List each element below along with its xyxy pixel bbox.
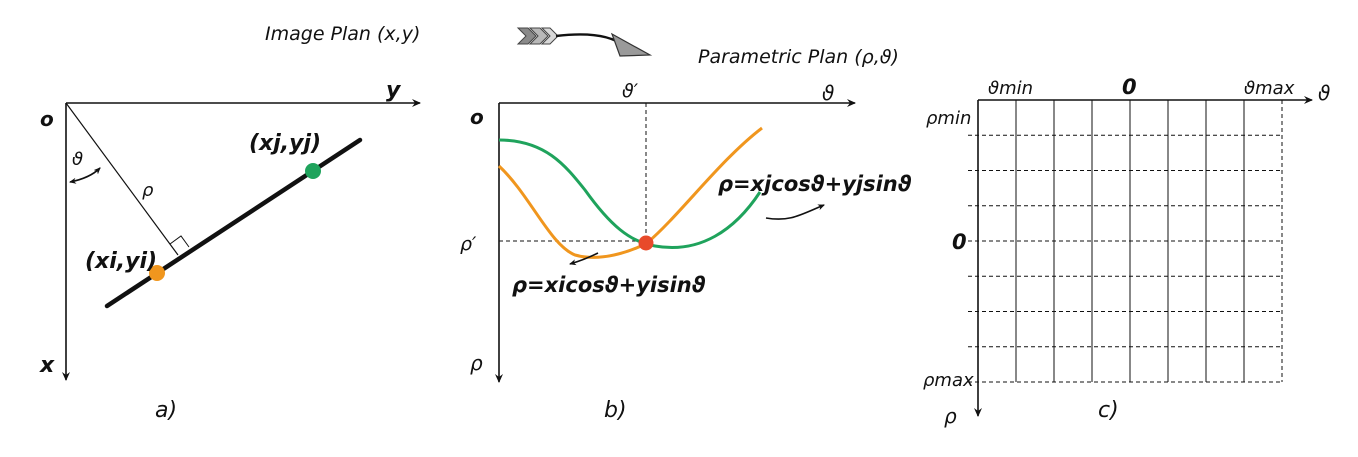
x-axis-label: x: [39, 353, 55, 378]
origin-label: o: [40, 107, 54, 131]
theta-zero-label: 0: [1122, 75, 1137, 99]
point-i: [149, 265, 165, 281]
panel-b: o ϑ ρ ϑ′ ρ′ ρ=xjcosϑ+yjsinϑ ρ=xicosϑ+yis…: [460, 80, 912, 423]
rho-axis-label: ρ: [470, 351, 483, 375]
parametric-plan-title: Parametric Plan (ρ,ϑ): [698, 46, 899, 68]
right-angle-mark: [169, 235, 190, 248]
image-plan-title: Image Plan (x,y): [265, 23, 420, 45]
point-i-label: (xi,yi): [85, 249, 157, 274]
theta-max-label: ϑmax: [1244, 78, 1295, 99]
caption-c: c): [1098, 398, 1119, 423]
caption-b: b): [604, 398, 627, 423]
theta-arc-icon: [69, 167, 101, 184]
caption-a: a): [155, 398, 177, 423]
equation-i: ρ=xicosϑ+yisinϑ: [512, 273, 706, 297]
rho-zero-label: 0: [952, 230, 967, 254]
rho-normal-line: [65, 102, 179, 256]
theta-label: ϑ: [72, 149, 83, 170]
image-line: [104, 137, 363, 309]
rho-label: ρ: [142, 180, 154, 201]
rho-prime-label: ρ′: [460, 233, 477, 255]
equation-j: ρ=xjcosϑ+yjsinϑ: [718, 172, 912, 196]
point-j-label: (xj,yj): [249, 131, 321, 156]
intersection-point: [638, 235, 654, 251]
curve-j: [498, 138, 762, 249]
panel-a: o y x ϑ ρ (xj,yj) (xi,yi) a): [39, 78, 421, 423]
origin-b-label: o: [470, 105, 484, 129]
point-j: [305, 163, 321, 179]
curve-i: [497, 126, 763, 259]
transform-arrow-icon: [516, 27, 653, 57]
panel-c: ϑmin 0 ϑmax ϑ ρmin 0 ρmax ρ c): [923, 75, 1330, 428]
theta-min-label: ϑmin: [988, 78, 1033, 99]
theta-prime-label: ϑ′: [622, 80, 639, 102]
rho-axis-c-label: ρ: [944, 404, 957, 428]
theta-axis-c-label: ϑ: [1318, 81, 1330, 105]
eq-j-pointer: [765, 204, 825, 220]
accumulator-grid: [968, 100, 1283, 383]
eq-i-pointer: [569, 252, 599, 266]
y-axis-label: y: [386, 78, 402, 103]
rho-max-label: ρmax: [923, 370, 974, 391]
rho-min-label: ρmin: [926, 108, 971, 129]
theta-axis-label: ϑ: [822, 81, 834, 105]
